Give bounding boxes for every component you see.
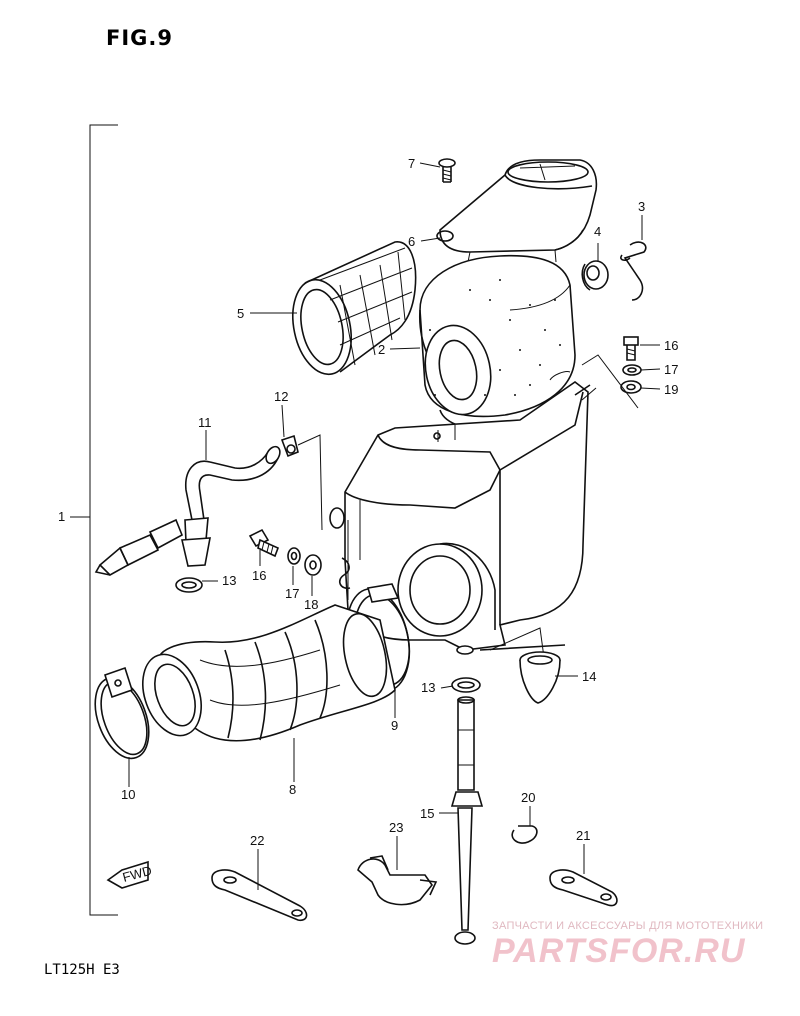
callout-23: 23 [389,820,403,835]
part-strap-right [549,869,618,907]
part-hose-clamp-left [175,577,203,593]
part-screw [438,158,456,183]
part-hose-clamp-center-inner [457,681,475,689]
callout-labels: 1 2 3 4 5 6 7 8 9 10 11 12 13 13 14 15 1… [58,156,678,848]
part-drain-cap [519,651,561,704]
part-breather-hose [94,445,281,576]
part-grommet [581,260,609,291]
assembly-bracket [89,124,118,916]
figure-title: FIG.9 [106,26,173,50]
part-hose-clamp-center [451,677,481,693]
callout-5: 5 [237,306,244,321]
callout-8: 8 [289,782,296,797]
guide-line-right [581,354,639,409]
fwd-label: FWD [121,863,153,885]
callout-12: 12 [274,389,288,404]
callout-11: 11 [198,415,212,430]
part-spring-clip [338,557,351,590]
callout-7: 7 [408,156,415,171]
part-air-cleaner-case [329,371,591,655]
model-code: LT125H E3 [44,962,120,978]
part-drain-tube [450,696,484,945]
part-intake-boot [142,604,396,742]
part-clip [620,241,647,301]
part-hose-clip [280,434,299,458]
callout-17b: 17 [664,362,678,377]
part-bracket-clamp [357,855,438,906]
callout-20: 20 [521,790,535,805]
part-small-clip [511,825,538,844]
part-hose-clamp-left-inner [181,581,197,589]
watermark-subtitle: ЗАПЧАСТИ И АКСЕССУАРЫ ДЛЯ МОТОТЕХНИКИ [492,920,764,932]
callout-13a: 13 [222,573,236,588]
part-bolt-stack-right [620,336,642,394]
callout-16b: 16 [664,338,678,353]
callout-22: 22 [250,833,264,848]
callout-15: 15 [420,806,434,821]
callout-17a: 17 [285,586,299,601]
fwd-marker: FWD [106,860,153,889]
callout-21: 21 [576,828,590,843]
callout-3: 3 [638,199,645,214]
part-filter-element [419,254,576,432]
part-filter-cage [292,241,417,376]
part-bolt-stack-left [248,528,322,576]
watermark-brand: PARTSFOR.RU [492,932,746,970]
callout-9: 9 [391,718,398,733]
part-intake-duct [436,159,598,263]
leader-lines [70,162,661,890]
callout-16a: 16 [252,568,266,583]
part-band-clamp [94,666,150,760]
callout-2: 2 [378,342,385,357]
callout-1: 1 [58,509,65,524]
part-strap-left [211,869,308,922]
guide-line-left [297,434,323,531]
callout-18: 18 [304,597,318,612]
callout-13b: 13 [421,680,435,695]
callout-6: 6 [408,234,415,249]
callout-10: 10 [121,787,135,802]
callout-19: 19 [664,382,678,397]
callout-14: 14 [582,669,596,684]
callout-4: 4 [594,224,601,239]
